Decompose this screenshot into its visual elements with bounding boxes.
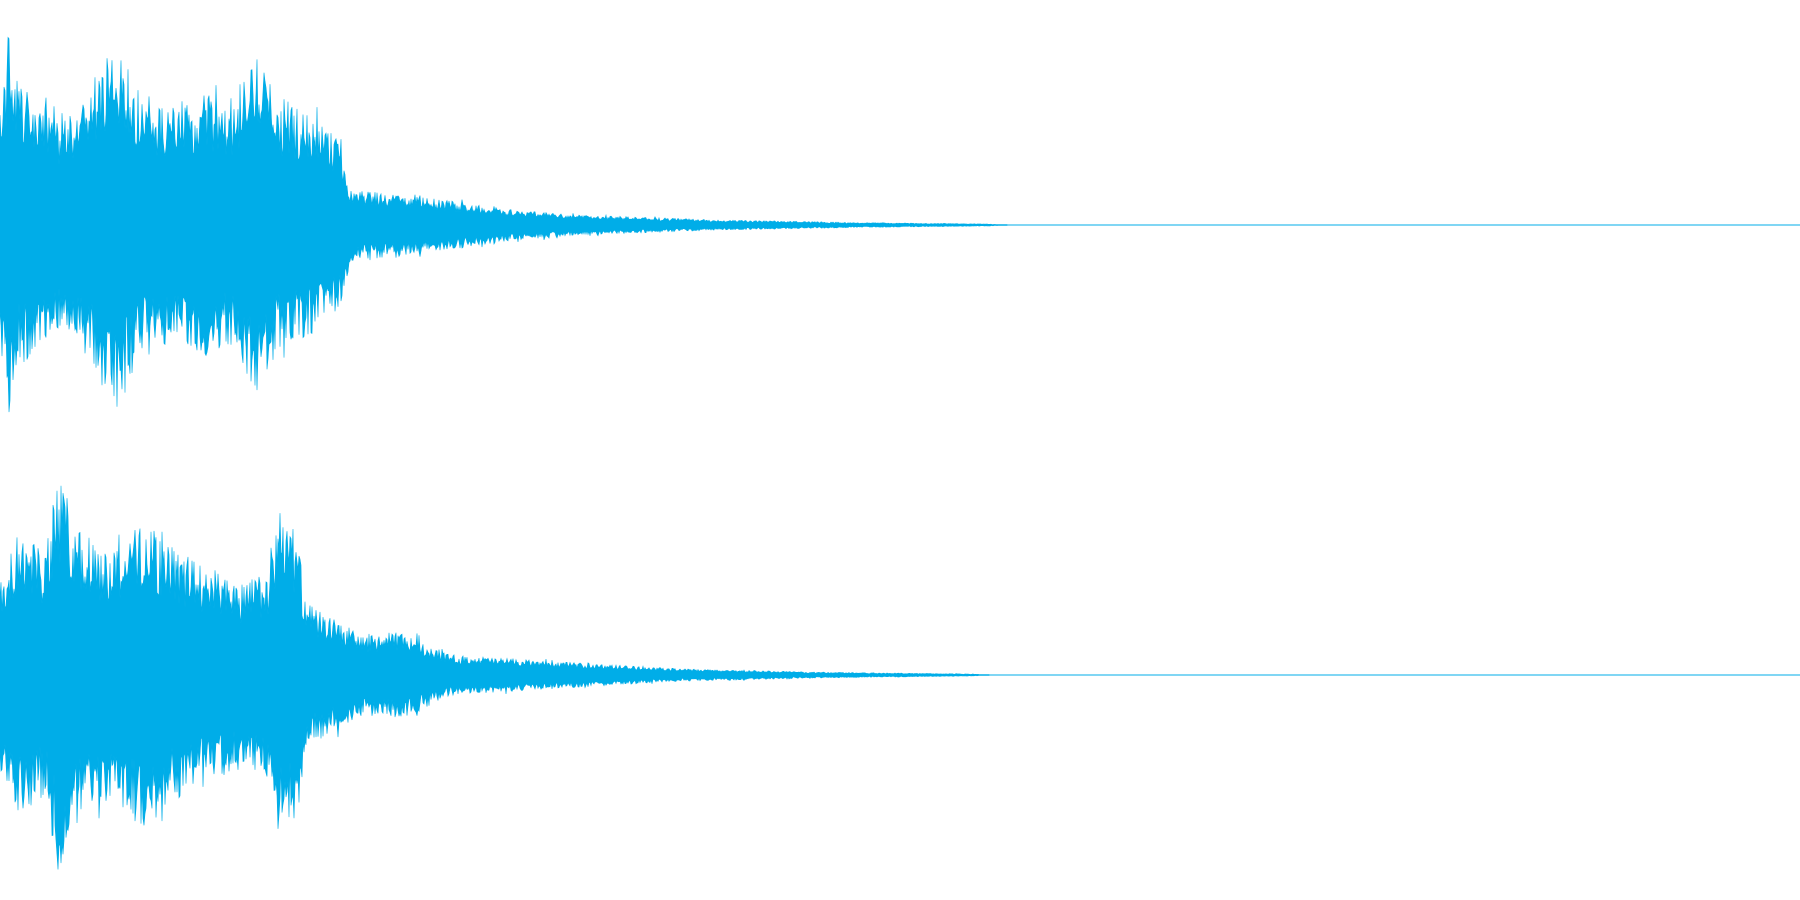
waveform-amplitude: [0, 485, 1800, 870]
waveform-channel-1: [0, 36, 1800, 413]
waveform-amplitude: [0, 36, 1800, 413]
waveform-channel-2: [0, 485, 1800, 870]
